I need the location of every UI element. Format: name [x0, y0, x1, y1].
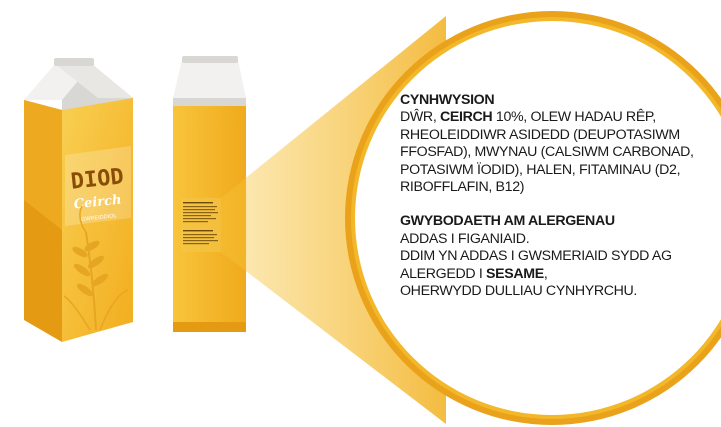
section-gap — [400, 196, 700, 213]
ingredients-intro: DŴR, — [400, 109, 441, 126]
brand-title: DIOD — [70, 164, 125, 194]
allergens-line-2: DDIM YN ADDAS I GWSMERIAID SYDD AG ALERG… — [400, 248, 700, 283]
ingredients-heading: CYNHWYSION — [400, 92, 495, 108]
allergens-line-1: ADDAS I FIGANIAID. — [400, 230, 530, 247]
magnifier-lens-icon — [345, 11, 721, 425]
ingredients-highlight: CEIRCH — [440, 109, 493, 126]
allergens-line-3: OHERWYDD DULLIAU CYNHYRCHU. — [400, 283, 638, 300]
carton-front-top-face — [55, 64, 133, 98]
carton-front-seal — [54, 58, 94, 66]
allergens-line-2-pre: DDIM YN ADDAS I GWSMERIAID SYDD AG ALERG… — [400, 248, 672, 282]
ingredients-rest: 10%, OLEW HADAU RÊP, RHEOLEIDDIWR ASIDED… — [400, 109, 694, 196]
brand-subtitle: Ceirch — [73, 193, 122, 213]
carton-back-gable — [173, 60, 246, 98]
ingredients-list: DŴR, CEIRCH 10%, OLEW HADAU RÊP, RHEOLEI… — [400, 109, 700, 196]
carton-front-main-panel — [62, 98, 133, 342]
brand-tagline: GWREIDDIOL — [81, 213, 117, 223]
allergens-line-2-post: , — [543, 265, 548, 282]
carton-back-seal — [182, 56, 238, 63]
ingredients-label: CYNHWYSION DŴR, CEIRCH 10%, OLEW HADAU R… — [400, 92, 700, 300]
back-label-print — [181, 198, 221, 252]
allergens-heading: GWYBODAETH AM ALERGENAU — [400, 213, 615, 230]
carton-front: DIOD Ceirch GWREIDDIOL — [24, 58, 133, 342]
oat-stalk-icon — [63, 205, 129, 331]
allergens-highlight: SESAME — [486, 265, 544, 282]
